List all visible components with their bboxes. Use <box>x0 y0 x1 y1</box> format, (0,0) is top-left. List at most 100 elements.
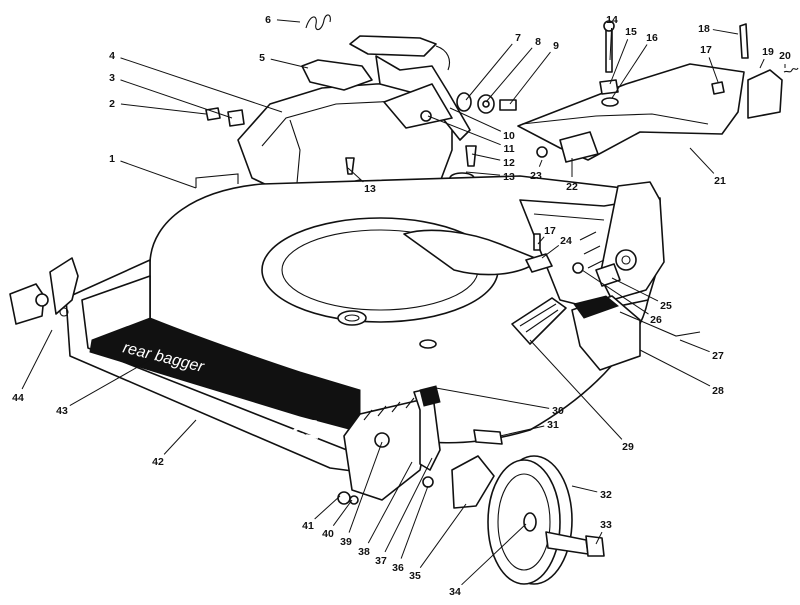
callout-leader <box>332 499 353 527</box>
callout-leader <box>609 27 613 61</box>
callout-number: 24 <box>560 235 572 247</box>
callout-leader <box>314 495 341 520</box>
front-wheel <box>487 455 605 585</box>
callout-number: 1 <box>109 153 115 165</box>
skirt-hardware <box>599 20 799 119</box>
callout-number: 22 <box>566 181 578 193</box>
callout-leader <box>537 236 545 245</box>
nut-23 <box>536 146 548 158</box>
callout-leader <box>639 349 711 387</box>
callout-leader <box>427 115 501 146</box>
callout-number: 2 <box>109 98 115 110</box>
callout-number: 42 <box>152 456 164 468</box>
callout-number: 7 <box>515 32 521 44</box>
callout-number: 32 <box>600 489 612 501</box>
rear-bagger-decal: rear bagger 21 <box>89 317 361 445</box>
callout-leader <box>759 58 765 69</box>
callout-leader <box>708 57 719 83</box>
callout-leader <box>120 103 207 115</box>
callout-number: 29 <box>622 441 634 453</box>
callout-number: 20 <box>779 50 791 62</box>
callout-leader <box>120 160 197 189</box>
callout-number: 33 <box>600 519 612 531</box>
callout-number: 15 <box>625 26 637 38</box>
callout-number: 38 <box>358 546 370 558</box>
callout-number: 30 <box>552 405 564 417</box>
callout-leader <box>611 44 648 99</box>
callout-leader <box>509 51 551 105</box>
callout-leader <box>485 47 533 103</box>
callout-number: 13 <box>503 171 515 183</box>
callout-number: 17 <box>544 225 556 237</box>
callout-leader <box>595 531 603 545</box>
callout-number: 35 <box>409 570 421 582</box>
callout-number: 41 <box>302 520 314 532</box>
callout-leader <box>611 277 659 302</box>
adjuster-hardware <box>511 233 701 371</box>
callout-leader <box>384 457 433 553</box>
callout-leader <box>529 339 623 440</box>
callout-number: 8 <box>535 36 541 48</box>
callout-leader <box>347 167 364 183</box>
callout-leader <box>348 441 383 533</box>
callout-number: 14 <box>606 14 618 26</box>
callout-number: 11 <box>503 143 514 155</box>
callout-number: 39 <box>340 536 352 548</box>
callout-number: 6 <box>265 14 271 26</box>
callout-leader <box>449 107 502 132</box>
callout-leader <box>367 461 413 544</box>
callout-number: 4 <box>109 50 115 62</box>
callout-leader <box>120 79 233 119</box>
callout-leader <box>461 523 527 586</box>
callout-leader <box>400 485 429 559</box>
callout-leader <box>689 147 715 174</box>
left-front-bracket <box>9 257 79 325</box>
callout-number: 37 <box>375 555 387 567</box>
front-height-adjuster <box>337 385 503 509</box>
rear-skirt-shield <box>517 63 745 163</box>
callout-number: 36 <box>392 562 404 574</box>
callout-leader <box>21 329 53 390</box>
callout-number: 9 <box>553 40 559 52</box>
callout-number: 18 <box>698 23 710 35</box>
callout-leader <box>276 19 301 23</box>
callout-leader <box>270 58 309 69</box>
decal-model-number: 21 <box>289 410 323 445</box>
callout-number: 26 <box>650 314 662 326</box>
callout-number: 27 <box>712 350 724 362</box>
callout-number: 44 <box>12 392 24 404</box>
callout-leader <box>499 425 545 437</box>
callout-leader <box>581 269 649 315</box>
callout-number: 12 <box>503 157 515 169</box>
callout-leader <box>163 419 197 455</box>
callout-leader <box>471 153 501 161</box>
callout-leader <box>120 57 283 113</box>
callout-number: 23 <box>530 170 542 182</box>
callout-leader <box>609 39 629 85</box>
callout-number: 10 <box>503 130 515 142</box>
callout-leader <box>465 171 501 176</box>
callout-number: 31 <box>547 419 559 431</box>
callout-leader <box>435 387 550 409</box>
callout-number: 19 <box>762 46 774 58</box>
callout-number: 34 <box>449 586 461 598</box>
callout-number: 40 <box>322 528 334 540</box>
callout-leader <box>538 159 543 167</box>
spring-icon <box>305 14 331 31</box>
callout-number: 16 <box>646 32 658 44</box>
callout-leader <box>541 244 560 259</box>
callout-number: 25 <box>660 300 672 312</box>
callout-leader <box>465 43 513 101</box>
callout-number: 43 <box>56 405 68 417</box>
callout-number: 28 <box>712 385 724 397</box>
callout-leader <box>69 359 151 406</box>
callout-number: 3 <box>109 72 115 84</box>
callout-number: 17 <box>700 44 712 56</box>
callout-number: 21 <box>714 175 726 187</box>
callout-leader <box>712 29 739 35</box>
callout-leader <box>679 339 710 353</box>
callout-number: 13 <box>364 183 376 195</box>
callout-leader <box>571 485 598 493</box>
